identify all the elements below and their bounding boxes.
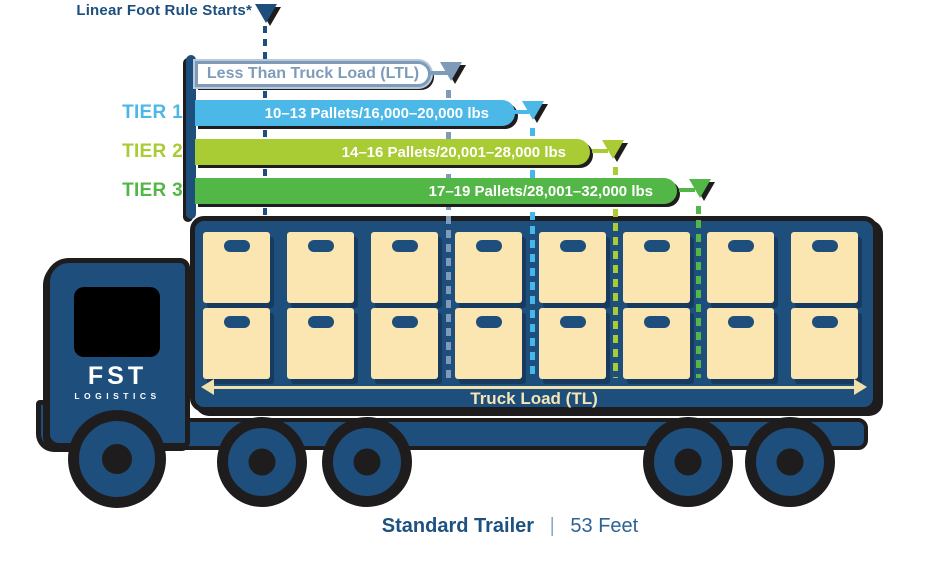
- ltl-dashed-line: [446, 90, 451, 378]
- pallet-box: [707, 232, 774, 303]
- drive-wheel-1: [217, 417, 307, 507]
- tier2-marker-stub: [592, 149, 608, 153]
- pallet-box: [287, 232, 354, 303]
- trailer-wheel-2: [745, 417, 835, 507]
- tier3-marker-stub: [679, 188, 695, 192]
- tier2-dashed-line: [613, 167, 618, 378]
- pallet-box: [455, 232, 522, 303]
- wheel-hub: [674, 448, 702, 476]
- pallet-handle-slot: [643, 240, 670, 252]
- pallet-grid: [203, 232, 858, 379]
- tier1-bar-text: 10–13 Pallets/16,000–20,000 lbs: [264, 104, 489, 122]
- pallet-box: [791, 232, 858, 303]
- tier1-marker-stub: [513, 110, 529, 114]
- pallet-handle-slot: [727, 240, 754, 252]
- pallet-box: [791, 308, 858, 379]
- wheel-hub: [248, 448, 276, 476]
- pallet-box: [455, 308, 522, 379]
- pallet-box: [539, 232, 606, 303]
- wheel-hub: [102, 444, 132, 474]
- pallet-handle-slot: [307, 240, 334, 252]
- caption-value: 53 Feet: [570, 515, 639, 537]
- pallet-box: [371, 308, 438, 379]
- ltl-bar-text: Less Than Truck Load (LTL): [206, 65, 420, 82]
- pallet-handle-slot: [223, 316, 250, 328]
- tier3-bar-text: 17–19 Pallets/28,001–32,000 lbs: [428, 182, 653, 200]
- tier3-marker-icon: [689, 179, 717, 203]
- pallet-handle-slot: [559, 316, 586, 328]
- truck-trailer: Truck Load (TL): [190, 216, 878, 412]
- pallet-box: [623, 232, 690, 303]
- front-wheel: [68, 410, 166, 508]
- down-triangle-icon: [522, 101, 544, 120]
- caption-separator: |: [549, 515, 555, 537]
- drive-wheel-2: [322, 417, 412, 507]
- pallet-handle-slot: [559, 240, 586, 252]
- pallet-handle-slot: [391, 316, 418, 328]
- pallet-box: [203, 232, 270, 303]
- fst-logo: FST LOGISTICS: [50, 362, 185, 402]
- fst-logo-text: FST: [87, 362, 148, 390]
- tier3-label: TIER 3: [122, 180, 183, 201]
- pallet-handle-slot: [643, 316, 670, 328]
- pallet-handle-slot: [811, 316, 838, 328]
- cab-window: [74, 287, 160, 357]
- linear-foot-rule-label: Linear Foot Rule Starts*: [76, 2, 252, 19]
- wheel-hub: [353, 448, 381, 476]
- pallet-handle-slot: [475, 240, 502, 252]
- linear-foot-rule-marker-icon: [255, 4, 283, 28]
- tier1-marker-icon: [522, 101, 550, 125]
- tier2-label: TIER 2: [122, 141, 183, 162]
- tier1-label: TIER 1: [122, 102, 183, 123]
- pallet-box: [539, 308, 606, 379]
- pallet-box: [623, 308, 690, 379]
- tier1-dashed-line: [530, 128, 535, 378]
- tier1-bar: 10–13 Pallets/16,000–20,000 lbs: [195, 100, 515, 126]
- pallet-handle-slot: [223, 240, 250, 252]
- pallet-handle-slot: [391, 240, 418, 252]
- tier2-bar-text: 14–16 Pallets/20,001–28,000 lbs: [341, 143, 566, 161]
- pallet-box: [371, 232, 438, 303]
- pallet-box: [203, 308, 270, 379]
- pallet-box: [287, 308, 354, 379]
- caption-title: Standard Trailer: [381, 515, 535, 537]
- tier2-bar: 14–16 Pallets/20,001–28,000 lbs: [195, 139, 590, 165]
- pallet-handle-slot: [811, 240, 838, 252]
- tier2-marker-icon: [602, 140, 630, 164]
- pallet-box: [707, 308, 774, 379]
- truck-load-arrow-line: [213, 386, 855, 389]
- fst-logo-subtext: LOGISTICS: [74, 391, 161, 401]
- down-triangle-icon: [689, 179, 711, 198]
- pallet-handle-slot: [307, 316, 334, 328]
- wheel-hub: [776, 448, 804, 476]
- down-triangle-icon: [440, 62, 462, 81]
- ltl-marker-icon: [440, 62, 468, 86]
- down-triangle-icon: [602, 140, 624, 159]
- trailer-wheel-1: [643, 417, 733, 507]
- truck-load-arrow-right-icon: [854, 379, 867, 395]
- truck-load-arrow-left-icon: [201, 379, 214, 395]
- pallet-handle-slot: [727, 316, 754, 328]
- truck-load-label: Truck Load (TL): [470, 389, 598, 408]
- pallet-handle-slot: [475, 316, 502, 328]
- tier-start-rod: [186, 55, 196, 219]
- tier3-bar: 17–19 Pallets/28,001–32,000 lbs: [195, 178, 677, 204]
- tier3-dashed-line: [696, 206, 701, 378]
- truck-chassis: [92, 418, 868, 450]
- caption: Standard Trailer | 53 Feet: [92, 515, 928, 538]
- ltl-bar: Less Than Truck Load (LTL): [195, 61, 431, 87]
- down-triangle-icon: [255, 4, 277, 23]
